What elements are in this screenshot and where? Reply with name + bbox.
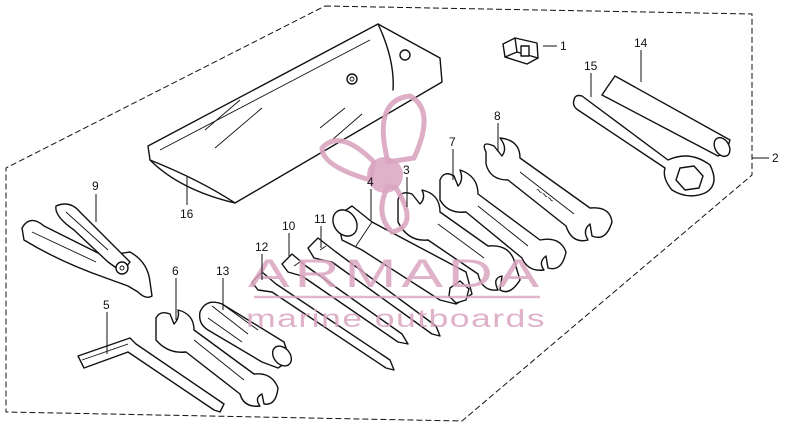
box-wrench bbox=[572, 94, 715, 197]
callout-10: 10 bbox=[282, 219, 296, 233]
open-wrench-medium bbox=[439, 169, 567, 271]
assembly-boundary bbox=[5, 5, 753, 422]
screwdriver-flat bbox=[307, 237, 441, 337]
callout-1: 1 bbox=[560, 39, 567, 53]
callout-3: 3 bbox=[403, 163, 410, 177]
propeller-blade-right bbox=[379, 183, 410, 235]
callouts: 1 2 3 4 5 6 7 8 9 10 11 12 13 14 15 16 bbox=[92, 36, 779, 312]
callout-4: 4 bbox=[367, 175, 374, 189]
tommy-bar bbox=[601, 75, 731, 158]
watermark-brand: ARMADA bbox=[248, 252, 544, 296]
callout-2: 2 bbox=[772, 151, 779, 165]
callout-6: 6 bbox=[172, 264, 179, 278]
open-wrench-large: ~~~ bbox=[483, 137, 613, 242]
screwdriver-phillips bbox=[281, 253, 409, 345]
callout-7: 7 bbox=[449, 135, 456, 149]
hex-key bbox=[77, 337, 225, 413]
leader-lines bbox=[95, 45, 769, 354]
callout-9: 9 bbox=[92, 179, 99, 193]
callout-12: 12 bbox=[255, 240, 269, 254]
tool-bag bbox=[147, 23, 443, 204]
clip bbox=[502, 37, 539, 65]
double-open-wrench bbox=[397, 189, 521, 293]
watermark-logo: ARMADA marine outboards bbox=[246, 93, 546, 333]
callout-11: 11 bbox=[314, 212, 327, 226]
open-wrench-small bbox=[155, 309, 279, 407]
propeller-blade-top bbox=[380, 93, 427, 165]
callout-16: 16 bbox=[180, 207, 194, 221]
callout-8: 8 bbox=[494, 109, 501, 123]
pliers bbox=[21, 203, 153, 299]
propeller-blade-left bbox=[319, 138, 377, 184]
propeller-icon bbox=[319, 93, 427, 235]
callout-14: 14 bbox=[634, 36, 648, 50]
callout-13: 13 bbox=[216, 264, 230, 278]
callout-15: 15 bbox=[584, 59, 598, 73]
callout-5: 5 bbox=[103, 298, 110, 312]
propeller-hub bbox=[367, 157, 403, 193]
handle bbox=[198, 301, 293, 369]
watermark-tagline: marine outboards bbox=[246, 305, 546, 333]
